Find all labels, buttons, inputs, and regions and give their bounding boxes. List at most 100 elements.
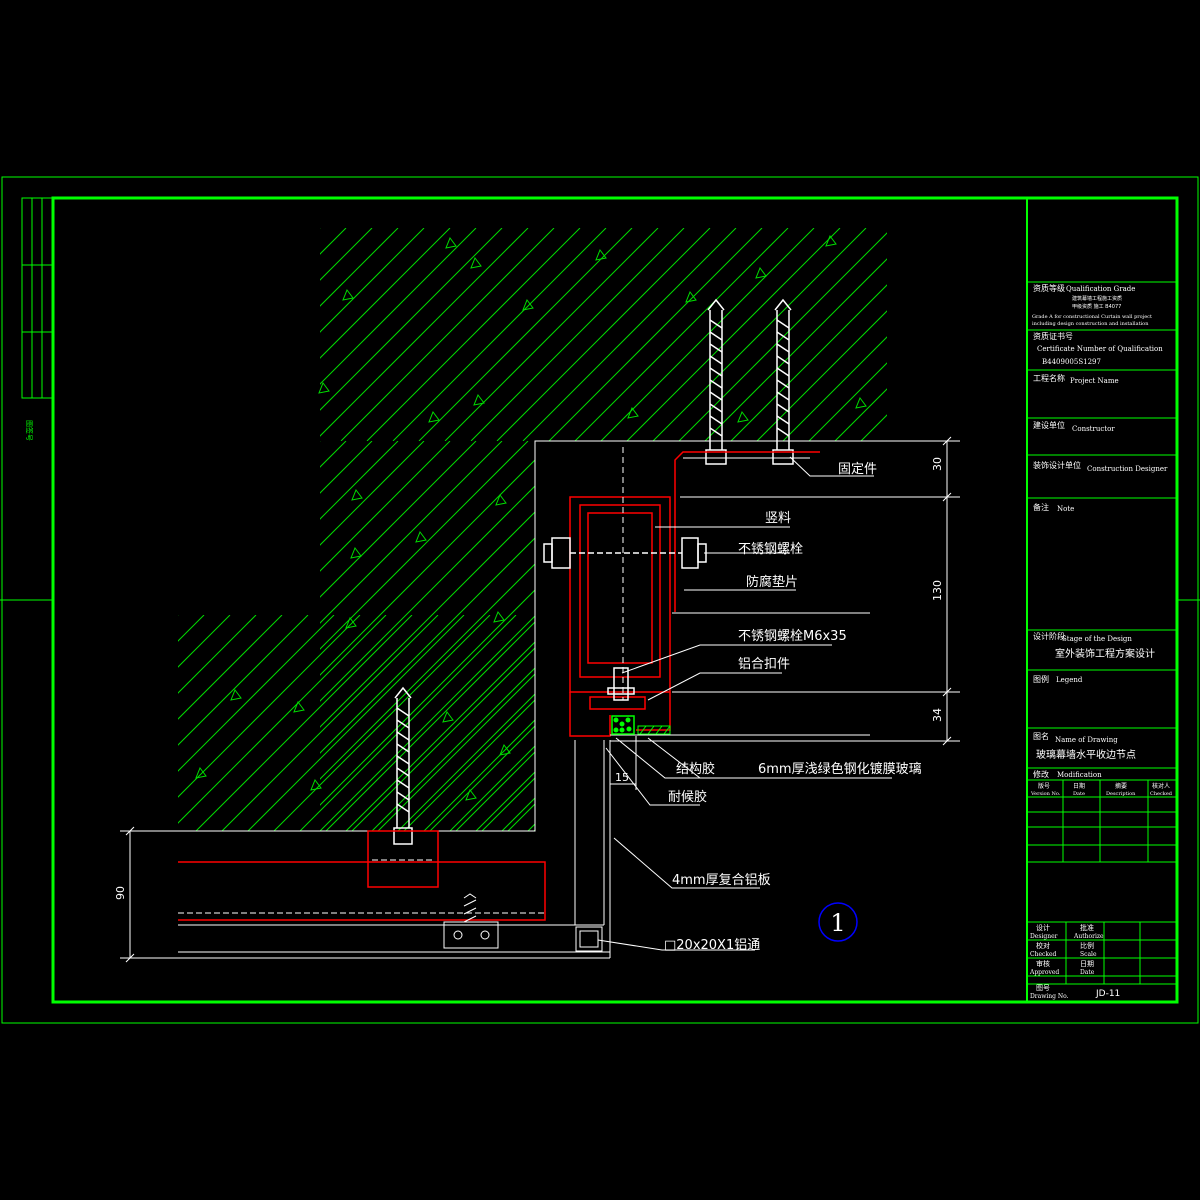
version-cn: 版号 [1038, 782, 1050, 790]
anchor-bolts-upper [705, 298, 794, 465]
detail-number: 1 [830, 909, 845, 937]
anchor-bolt-lower [393, 686, 413, 845]
glass-pane [610, 612, 870, 742]
scale-cn: 比例 [1080, 941, 1094, 950]
structural-sealant [611, 715, 671, 735]
hatch-line [178, 615, 205, 642]
steel-angle-lower [178, 830, 546, 921]
label-ss-bolt: 不锈钢螺栓 [738, 542, 803, 557]
constructor-cn: 建设单位 [1033, 420, 1065, 430]
hatch-line [320, 228, 477, 385]
modification-en: Modification [1057, 771, 1102, 779]
drawing-name: 玻璃幕墙水平收边节点 [1036, 748, 1136, 761]
through-bolt [543, 537, 707, 569]
checked-col-en: Checked [1150, 791, 1173, 797]
drawing-no-en: Drawing No. [1030, 993, 1069, 1000]
hatch-line [320, 228, 503, 411]
hatch-line [247, 615, 465, 831]
stage-value: 室外装饰工程方案设计 [1055, 647, 1155, 660]
hatch-line [320, 228, 321, 229]
hatch-line [397, 693, 535, 831]
concrete-hatch-upper [320, 228, 887, 441]
hatch-line [455, 751, 535, 831]
checked-row-en: Checked [1030, 951, 1057, 958]
leader-lines [597, 456, 892, 951]
concrete-edges [178, 440, 887, 832]
authorize-en: Authorize [1073, 933, 1104, 940]
panel-subframe [178, 893, 604, 952]
project-en: Project Name [1070, 377, 1119, 385]
hatch-line [178, 615, 387, 824]
qualification-cn: 资质等级 [1033, 283, 1065, 293]
hatch-line [273, 615, 491, 831]
designer-row-cn: 设计 [1036, 923, 1050, 932]
hatch-line [320, 441, 373, 494]
hatch-line [178, 615, 361, 798]
hatch-line [371, 667, 535, 831]
hatch-line [178, 615, 309, 746]
steel-fixing-bracket [674, 451, 820, 612]
side-strip-label: 图签号 [25, 420, 34, 441]
hatch-line [320, 441, 529, 650]
hatch-line [808, 362, 887, 441]
hatch-line [320, 441, 451, 572]
scale-en: Scale [1080, 951, 1097, 958]
dimension-lines [120, 436, 960, 963]
date-col-en: Date [1073, 791, 1085, 797]
hatch-line [423, 719, 535, 831]
hatch-line [834, 388, 887, 441]
designer-row-en: Designer [1030, 933, 1058, 940]
m6-screw [607, 667, 635, 701]
hatch-line [449, 745, 535, 831]
hatch-line [522, 228, 737, 441]
detail-callout-circle [818, 902, 858, 942]
hatch-line [533, 829, 535, 831]
modification-cn: 修改 [1033, 769, 1049, 779]
drawing-name-en: Name of Drawing [1055, 736, 1118, 744]
hatch-line [678, 232, 887, 441]
hatch-line [574, 228, 789, 441]
label-alu-tube: □20x20X1铝通 [664, 938, 760, 953]
label-anticorrosion-pad: 防腐垫片 [746, 574, 798, 590]
aluminum-mullion [569, 496, 671, 737]
drawing-number: JD-11 [1095, 989, 1120, 999]
label-alu-clip: 铝合扣件 [738, 657, 790, 672]
hatch-line [782, 336, 887, 441]
hatch-line [704, 258, 887, 441]
hatch-line [320, 441, 425, 546]
qualification-line2: 甲级资质 施工 B4077 [1072, 303, 1121, 310]
label-vertical-member: 竖料 [765, 511, 791, 526]
hatch-line [626, 228, 841, 441]
dim-130: 130 [931, 580, 944, 601]
stage-cn: 设计阶段 [1033, 631, 1065, 641]
hatch-line [320, 589, 535, 806]
hatch-line [299, 615, 517, 831]
label-structural-sealant: 结构胶 [676, 761, 715, 777]
hatch-line [178, 615, 257, 694]
dim-34: 34 [931, 708, 944, 722]
hatch-line [320, 228, 373, 281]
legend-en: Legend [1056, 676, 1083, 684]
hatch-line [366, 228, 581, 441]
hatch-line [403, 699, 535, 831]
certificate-cn: 资质证书号 [1033, 331, 1073, 341]
outer-sheet-border [1, 176, 1199, 1024]
date-col-cn: 日期 [1073, 782, 1085, 790]
hatch-line [320, 228, 529, 437]
hatch-line [429, 725, 535, 831]
hatch-line [320, 228, 347, 255]
dim-90: 90 [114, 886, 127, 900]
hatch-line [756, 310, 887, 441]
dated-cn: 日期 [1080, 960, 1094, 968]
hatch-line [320, 228, 451, 359]
hatch-line [178, 615, 335, 772]
label-weather-sealant: 耐候胶 [668, 789, 707, 805]
version-en: Version No. [1030, 791, 1061, 797]
hatch-line [320, 441, 321, 442]
designer-cn: 装饰设计单位 [1033, 460, 1081, 470]
hatch-line [320, 615, 535, 831]
hatch-line [600, 228, 815, 441]
certificate-number: B4409005S1297 [1042, 358, 1101, 366]
hatch-line [377, 673, 535, 831]
